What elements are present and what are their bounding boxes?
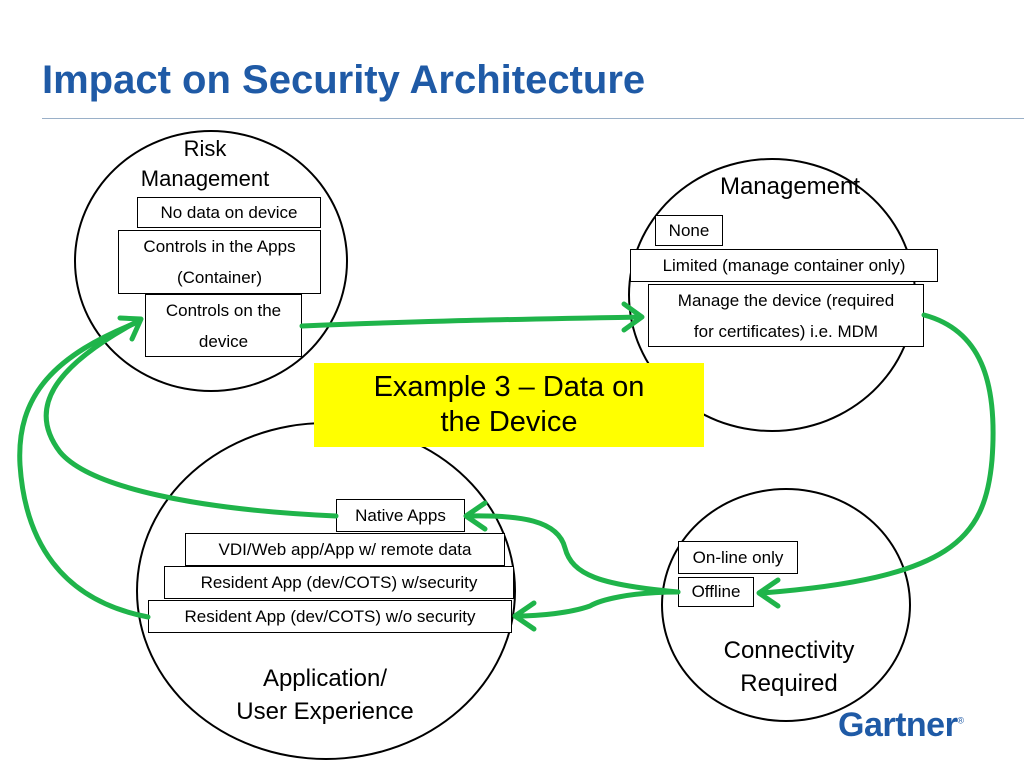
risk-management-label-line2: Management: [140, 166, 270, 191]
option-controls-in-apps-line2: (Container): [176, 268, 263, 287]
application-label: Application/ User Experience: [200, 662, 450, 728]
registered-mark: ®: [957, 715, 964, 726]
option-limited-container: Limited (manage container only): [630, 249, 938, 282]
arrowhead-mdm-to-offline: [756, 577, 781, 609]
arrowhead-device-to-mdm: [621, 301, 645, 333]
option-resident-app-with-security: Resident App (dev/COTS) w/security: [164, 566, 514, 599]
option-online-only: On-line only: [678, 541, 798, 574]
option-controls-in-apps: Controls in the Apps (Container): [118, 230, 321, 294]
page-title: Impact on Security Architecture: [42, 58, 646, 102]
gartner-logo-text: Gartner: [838, 706, 958, 744]
option-no-data-on-device: No data on device: [137, 197, 321, 228]
option-manage-device-mdm-line2: for certificates) i.e. MDM: [693, 321, 879, 341]
example-callout-line1: Example 3 – Data on: [373, 371, 645, 403]
connectivity-circle: [661, 488, 911, 722]
arrow-mdm-to-offline: [759, 312, 996, 596]
management-label-text: Management: [719, 173, 861, 200]
arrow-offline-to-native: [465, 513, 681, 595]
arrow-device-to-mdm: [299, 314, 643, 329]
application-label-line2: User Experience: [236, 698, 414, 725]
arrowhead-offline-to-native: [463, 500, 488, 532]
arrowhead-offline-to-resident: [512, 600, 537, 632]
arrow-native-to-device: [43, 317, 339, 519]
risk-management-label-line1: Risk: [183, 136, 227, 161]
application-label-line1: Application/: [262, 665, 388, 692]
option-controls-on-device-line2: device: [198, 331, 249, 351]
example-callout-line2: the Device: [440, 406, 578, 438]
arrow-offline-to-resident: [513, 589, 681, 619]
connectivity-label: Connectivity Required: [680, 634, 898, 700]
option-offline: Offline: [678, 577, 754, 607]
option-native-apps: Native Apps: [336, 499, 465, 532]
arrowhead-native-to-device: [117, 315, 144, 342]
connectivity-label-line1: Connectivity: [723, 637, 855, 664]
option-controls-on-device-line1: Controls on the: [165, 300, 282, 320]
management-label: Management: [680, 170, 900, 203]
gartner-logo: Gartner®: [838, 706, 964, 745]
option-resident-app-without-security: Resident App (dev/COTS) w/o security: [148, 600, 512, 633]
connectivity-label-line2: Required: [740, 670, 838, 697]
option-manage-device-mdm: Manage the device (required for certific…: [648, 284, 924, 347]
title-divider: [42, 118, 1024, 119]
risk-management-label: Risk Management: [110, 134, 300, 194]
option-manage-device-mdm-line1: Manage the device (required: [677, 290, 895, 310]
option-none: None: [655, 215, 723, 246]
arrow-resident-to-device: [17, 319, 151, 620]
example-callout: Example 3 – Data on the Device: [314, 363, 704, 447]
risk-management-circle: [74, 130, 348, 392]
option-vdi-web-app: VDI/Web app/App w/ remote data: [185, 533, 505, 566]
option-controls-in-apps-line1: Controls in the Apps: [143, 237, 296, 256]
